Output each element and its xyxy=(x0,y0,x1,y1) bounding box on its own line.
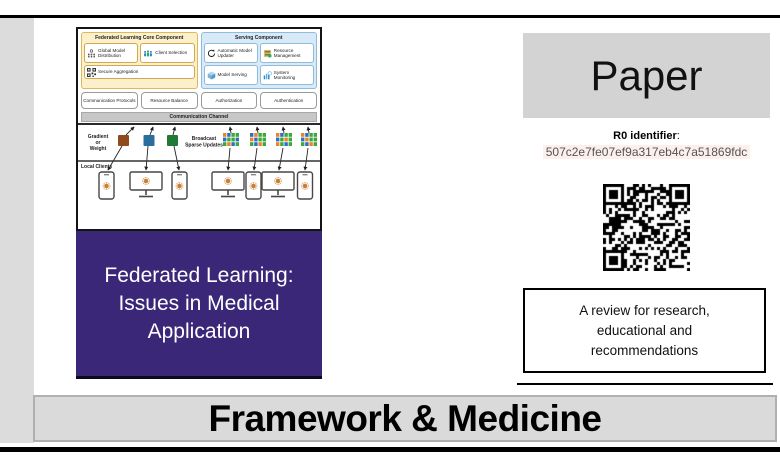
r0-identifier-value: 507c2e7fe07ef9a317eb4c7a51869fdc xyxy=(542,145,751,159)
poster-title-line: Application xyxy=(147,319,251,343)
review-line: A review for research, xyxy=(579,302,710,318)
automatic-model-updater-box: Automatic Model Updater xyxy=(203,43,258,63)
paper-header-label: Paper xyxy=(590,51,703,99)
review-line: educational and xyxy=(596,322,693,338)
sparse-update-grid xyxy=(276,133,292,146)
svg-text:Sparse Updates: Sparse Updates xyxy=(185,143,223,149)
client-phone xyxy=(98,171,115,200)
poster-title-line: Federated Learning: xyxy=(104,263,294,287)
system-monitoring-icon xyxy=(263,70,272,79)
sparse-update-grid xyxy=(301,133,317,146)
qr-code-canvas xyxy=(603,184,690,271)
serving-component-panel: Serving Component Automatic Model Update… xyxy=(200,32,317,89)
architecture-upper-box: Federated Learning Core Component xyxy=(78,29,320,125)
poster-title-card: Federated Learning: Issues in Medical Ap… xyxy=(76,231,322,379)
client-monitor xyxy=(211,171,245,198)
sparse-update-grid xyxy=(250,133,266,146)
bottom-divider xyxy=(0,447,780,452)
poster-title-line: Issues in Medical xyxy=(118,291,280,315)
clients-update-layer: Gradient or Weight Broadcast Sparse Upda… xyxy=(78,126,320,200)
resource-management-box: Resource Management xyxy=(259,43,314,63)
resource-management-icon xyxy=(263,49,272,58)
client-phone xyxy=(245,171,262,200)
client-selection-icon xyxy=(144,49,153,56)
resource-management-label: Resource Management xyxy=(273,47,301,59)
gradient-weight-label: Gradient xyxy=(88,134,109,140)
secure-aggregation-box: Secure Aggregation xyxy=(84,65,195,79)
model-serving-box: Model Serving xyxy=(203,65,258,85)
resource-balance-box: Resource Balance xyxy=(140,92,198,109)
client-monitor xyxy=(261,171,295,198)
broadcast-sparse-updates-label: Broadcast xyxy=(192,136,217,142)
serving-panel-title: Serving Component xyxy=(234,35,283,41)
r0-identifier-label: R0 identifier xyxy=(613,130,677,142)
model-serving-label: Model Serving xyxy=(217,72,247,78)
paper-header-box: Paper xyxy=(523,33,770,118)
secure-aggregation-icon xyxy=(87,67,96,77)
right-column-divider xyxy=(517,383,773,385)
top-divider xyxy=(0,15,780,18)
global-model-distribution-icon xyxy=(87,48,96,57)
r0-colon: : xyxy=(676,130,680,142)
authentication-box: Authentication xyxy=(260,92,317,109)
review-note-box: A review for research, educational and r… xyxy=(523,288,766,373)
qr-code xyxy=(596,177,697,278)
svg-text:Weight: Weight xyxy=(90,146,107,152)
gradient-square-green xyxy=(167,135,178,146)
sparse-update-grid xyxy=(223,133,239,146)
gradient-square-brown xyxy=(118,135,129,146)
authorization-box: Authorization xyxy=(200,92,258,109)
global-model-distribution-label: Global Model Distribution xyxy=(98,47,126,59)
footer-banner-title: Framework & Medicine xyxy=(208,397,602,439)
client-monitor xyxy=(129,171,163,198)
core-panel-title: Federated Learning Core Component xyxy=(95,35,184,41)
model-serving-icon xyxy=(207,71,215,79)
system-monitoring-box: System Monitoring xyxy=(259,65,314,85)
communication-protocols-box: Communication Protocols xyxy=(81,92,138,109)
client-selection-label: Client Selection xyxy=(155,50,188,56)
identifier-block: R0 identifier: 507c2e7fe07ef9a317eb4c7a5… xyxy=(523,130,770,159)
client-phone xyxy=(171,171,188,200)
system-monitoring-label: System Monitoring xyxy=(273,69,296,81)
left-margin-strip xyxy=(0,18,34,443)
svg-text:or: or xyxy=(96,140,101,146)
client-selection-box: Client Selection xyxy=(140,43,195,63)
communication-channel-bar: Communication Channel xyxy=(81,112,317,122)
footer-banner: Framework & Medicine xyxy=(33,395,777,442)
fl-architecture-figure: Federated Learning Core Component xyxy=(76,27,322,231)
client-phone xyxy=(296,171,314,200)
global-model-distribution-box: Global Model Distribution xyxy=(84,43,139,63)
review-line: recommendations xyxy=(590,342,699,358)
secure-aggregation-label: Secure Aggregation xyxy=(98,69,139,75)
gradient-square-blue xyxy=(143,135,155,146)
local-clients-label: Local Clients xyxy=(81,164,112,170)
automatic-model-updater-icon xyxy=(207,48,215,57)
core-component-panel: Federated Learning Core Component xyxy=(81,32,198,89)
automatic-model-updater-label: Automatic Model Updater xyxy=(217,47,252,59)
